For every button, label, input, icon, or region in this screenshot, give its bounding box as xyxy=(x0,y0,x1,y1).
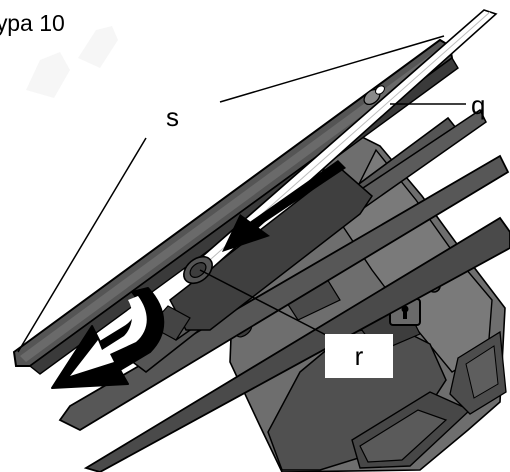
tube-end-r xyxy=(183,255,213,285)
figure-title: ура 10 xyxy=(0,10,65,36)
callout-label-r: r xyxy=(354,341,364,371)
callout-label-q: q xyxy=(471,90,486,120)
watermark xyxy=(26,26,118,98)
callout-box-r: r xyxy=(325,334,393,378)
leader-lines xyxy=(17,35,466,353)
arrow-down-left-icon xyxy=(222,160,346,252)
callout-label-s: s xyxy=(166,102,179,132)
curved-arrow-icon xyxy=(51,287,165,389)
